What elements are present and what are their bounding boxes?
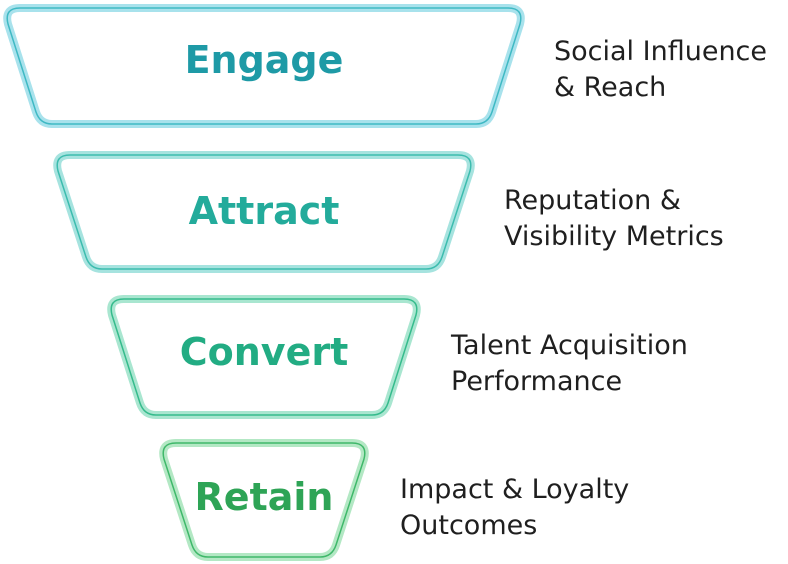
description-line: Outcomes [400, 510, 538, 541]
description-line: & Reach [554, 72, 667, 103]
funnel-segment-engage-outline [6, 7, 522, 125]
funnel-stage-attract: Attract [53, 151, 475, 273]
stage-label-convert: Convert [180, 330, 349, 374]
description-line: Visibility Metrics [504, 221, 724, 252]
stage-description-retain: Impact & Loyalty Outcomes [400, 472, 629, 544]
funnel-segment-retain-outline [162, 442, 366, 558]
description-line: Reputation & [504, 185, 681, 216]
stage-description-convert: Talent Acquisition Performance [451, 328, 688, 400]
funnel-stage-retain: Retain [159, 439, 369, 561]
funnel-segment-convert-outline [110, 298, 418, 416]
stage-description-attract: Reputation & Visibility Metrics [504, 183, 724, 255]
description-line: Impact & Loyalty [400, 474, 630, 505]
description-line: Talent Acquisition [451, 330, 688, 361]
description-line: Performance [451, 366, 623, 397]
funnel-stage-convert: Convert [107, 295, 421, 419]
description-line: Social Influence [554, 36, 768, 67]
stage-label-attract: Attract [189, 189, 340, 233]
stage-label-retain: Retain [195, 475, 334, 519]
funnel-stage-engage: Engage [3, 4, 525, 128]
stage-label-engage: Engage [185, 38, 344, 82]
funnel-segment-attract-outline [56, 154, 472, 270]
stage-description-engage: Social Influence & Reach [554, 34, 767, 106]
